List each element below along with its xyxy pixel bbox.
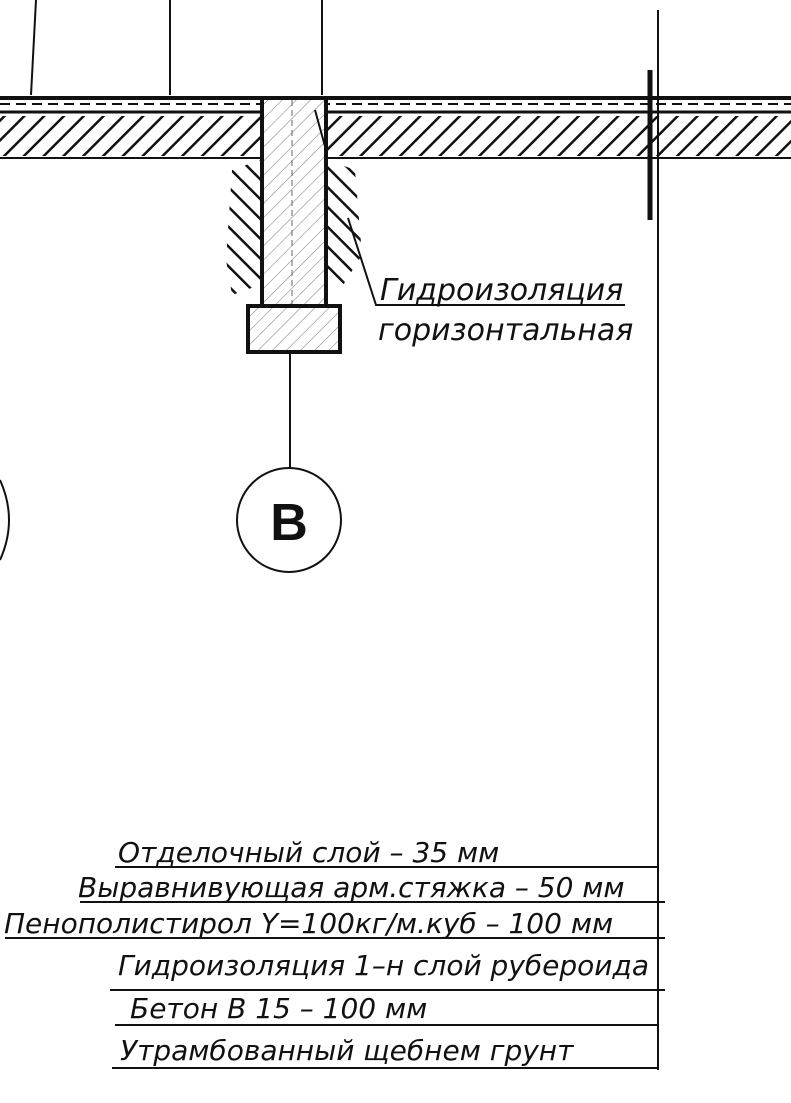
soil-right-of-foundation	[328, 160, 362, 290]
waterproofing-leader	[347, 217, 625, 306]
axis-marker-circle	[236, 467, 342, 573]
ground-hatch-left	[0, 116, 260, 156]
floor-layer-1: Отделочный слой – 35 мм	[118, 836, 499, 869]
top-leader-lines	[30, 0, 323, 96]
ground-hatch-right	[328, 116, 791, 156]
axis-marker-label: В	[270, 494, 308, 552]
floor-layer-3: Пенополистирол Y=100кг/м.куб – 100 мм	[4, 907, 613, 940]
floor-layer-2: Выравнивующая арм.стяжка – 50 мм	[78, 871, 625, 904]
floor-layers-table: Отделочный слой – 35 мм Выравнивующая ар…	[4, 836, 665, 1069]
callout-line2: горизонтальная	[378, 313, 633, 348]
foundation-wall	[260, 96, 328, 308]
floor-layer-6: Утрамбованный щебнем грунт	[120, 1034, 574, 1067]
foundation-footing	[246, 304, 342, 354]
soil-left-of-foundation	[226, 160, 260, 295]
callout-line1: Гидроизоляция	[380, 273, 623, 308]
floor-slab	[0, 96, 791, 114]
adjacent-axis-marker	[0, 479, 10, 561]
floor-layer-4: Гидроизоляция 1–н слой рубероида	[118, 949, 649, 982]
floor-layer-5: Бетон В 15 – 100 мм	[130, 992, 427, 1025]
